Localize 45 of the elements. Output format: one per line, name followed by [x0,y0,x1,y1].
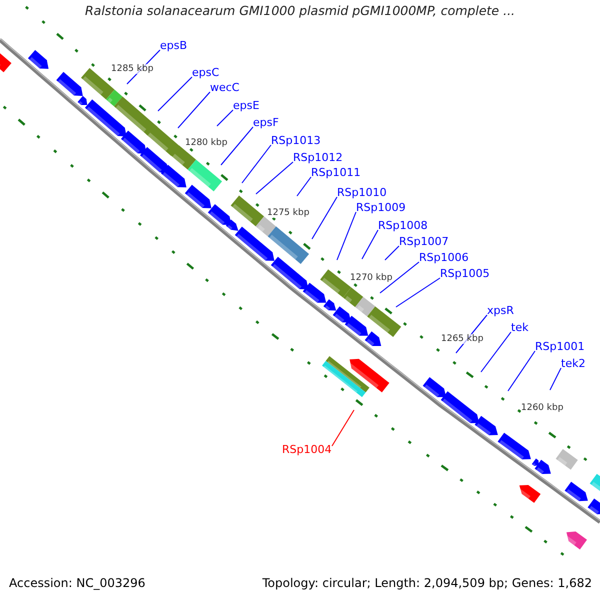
scale-label: 1265 kbp [441,334,484,344]
leader-line [312,196,338,240]
gene-label: RSp1004 [282,444,332,456]
leader-line [380,262,420,294]
gene-label: RSp1006 [419,252,469,264]
leader-line [508,350,536,392]
gene-label: epsC [192,67,220,79]
leader-line [384,246,400,260]
gene-label: epsB [160,40,188,52]
scale-label: 1285 kbp [111,64,154,74]
leader-line [296,176,312,196]
gene-label: RSp1008 [378,220,428,232]
scale-label: 1270 kbp [350,273,392,283]
leader-line [216,110,234,126]
leader-line [178,92,210,128]
leader-line [336,212,356,260]
leader-line [220,126,254,166]
gene-label: wecC [210,82,240,94]
gene-label: RSp1013 [271,135,321,147]
leader-line [480,332,512,372]
gene-label: RSp1001 [535,341,585,353]
gene-label: tek [511,322,528,334]
gene-label: RSp1009 [356,202,406,214]
leader-line [396,278,440,308]
leader-line [332,410,354,446]
accession-note: Accession: NC_003296 [9,576,146,590]
leader-line [158,76,192,112]
leader-line [256,162,294,194]
leader-line [362,230,378,260]
scale-label: 1280 kbp [185,138,228,148]
map-title: Ralstonia solanacearum GMI1000 plasmid pGMI1000MP, complete ... [84,3,516,18]
gene-label: tek2 [561,358,586,370]
gene-label: RSp1012 [293,152,343,164]
scale-label: 1275 kbp [267,208,310,218]
gene-label: epsE [233,100,260,112]
gene-label: RSp1005 [440,268,490,280]
gene-label: RSp1010 [337,187,387,199]
gene-label: RSp1007 [399,236,449,248]
leader-line [550,368,562,390]
gene-label: epsF [253,117,279,129]
leader-line [242,144,272,184]
scale-label: 1260 kbp [521,403,564,413]
topology-note: Topology: circular; Length: 2,094,509 bp; Genes: 1,682 [262,576,592,590]
gene-label: RSp1011 [311,167,361,179]
gene-label: xpsR [487,305,514,317]
